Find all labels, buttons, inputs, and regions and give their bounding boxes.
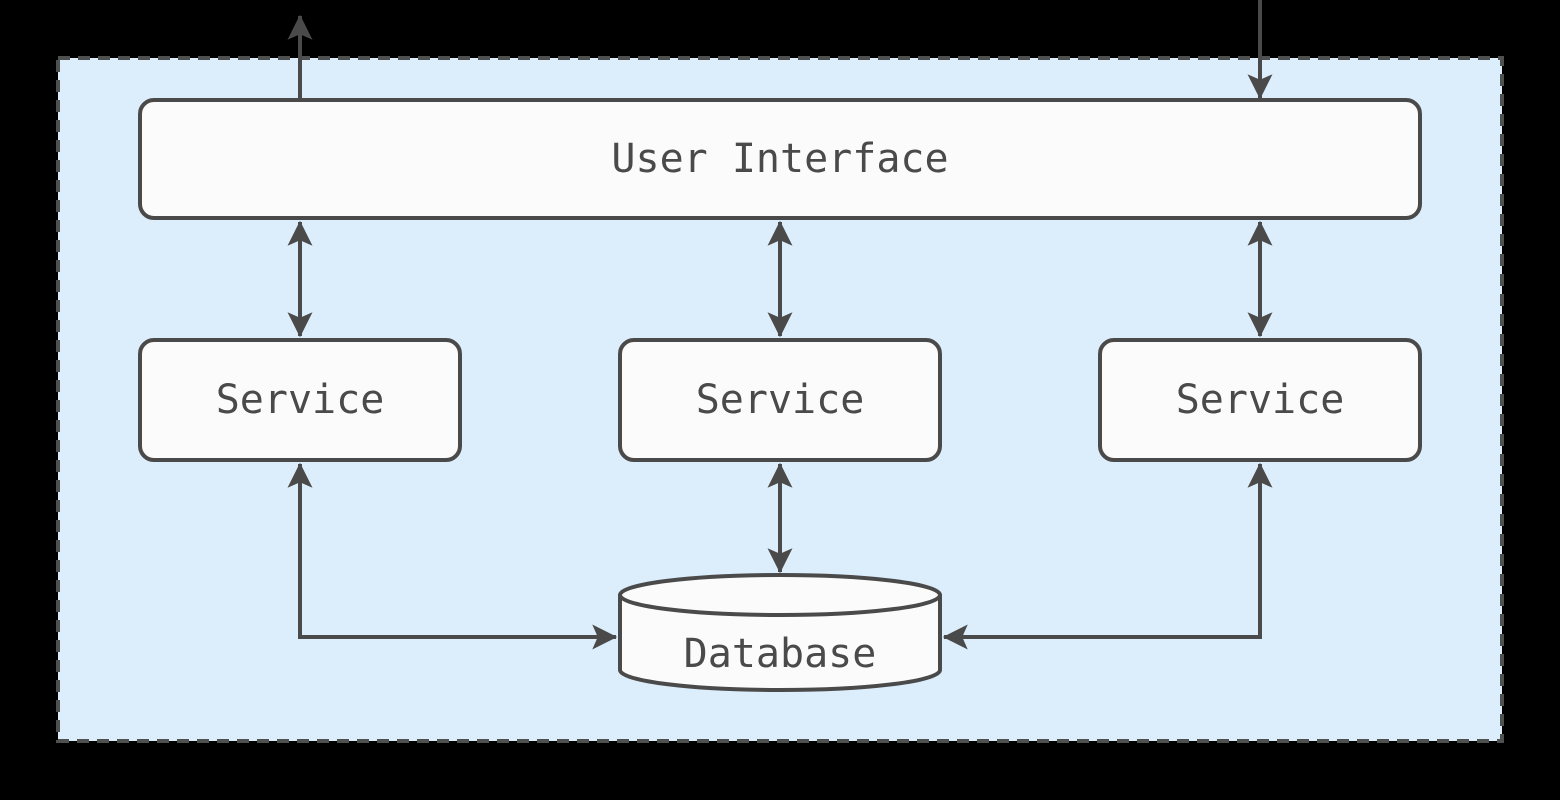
edge-service-left-database [287,462,618,650]
user-interface-box[interactable] [138,98,1422,220]
node-database[interactable]: Database [618,573,942,692]
service-middle-label: Service [696,377,865,423]
service-right-label: Service [1176,377,1345,423]
service-right-box[interactable] [1098,338,1422,462]
service-left-box[interactable] [138,338,462,462]
service-left-label: Service [216,377,385,423]
node-user-interface[interactable]: User Interface [138,98,1422,220]
node-service-left[interactable]: Service [138,338,462,462]
edge-service-right-database [942,462,1273,650]
database-top-ellipse [618,573,942,617]
service-middle-box[interactable] [618,338,942,462]
node-service-right[interactable]: Service [1098,338,1422,462]
user-interface-label: User Interface [611,136,948,182]
database-body[interactable] [618,593,942,692]
database-label: Database [684,631,877,677]
node-service-middle[interactable]: Service [618,338,942,462]
